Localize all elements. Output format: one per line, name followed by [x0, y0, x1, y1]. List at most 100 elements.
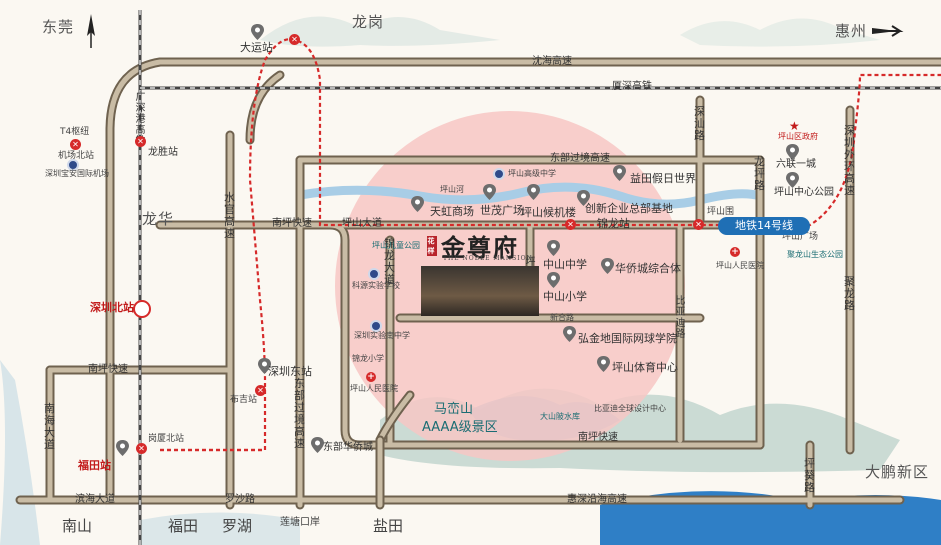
project-photo — [421, 266, 539, 316]
road-jinlong: 锦龙大道 — [384, 237, 395, 286]
map-pin-icon[interactable] — [116, 440, 129, 456]
map-pin-icon[interactable] — [786, 172, 799, 188]
road-binhai: 滨海大道 — [75, 494, 115, 505]
station-buji[interactable]: 布吉站 — [230, 395, 258, 405]
road-pingshan-dadao: 坪山大道 — [342, 218, 382, 229]
map-pin-icon[interactable] — [311, 437, 324, 453]
region-dongguan: 东莞 — [42, 18, 75, 36]
project-seal: 花样 — [427, 236, 437, 256]
station-t4: T4枢纽 — [60, 127, 90, 137]
star-icon: ★ — [789, 119, 800, 133]
poi-maluan-shan[interactable]: 马峦山 — [434, 402, 474, 417]
poi-pingshan-people-hosp[interactable]: 坪山人民医院 — [716, 261, 764, 270]
poi-huaqiao[interactable]: 华侨城综合体 — [615, 262, 681, 275]
station-pingshan-square[interactable]: 坪山广场 — [782, 232, 819, 242]
region-nanshan: 南山 — [62, 517, 93, 535]
poi-hongjin[interactable]: 弘金地国际网球学院 — [578, 332, 677, 345]
metro-station-icon[interactable]: ✕ — [255, 385, 266, 396]
road-luosha: 罗沙路 — [225, 494, 255, 505]
project-brand[interactable]: 花样金尊府 THE NOBLE MANSION — [421, 226, 539, 316]
poi-pingshan-airport[interactable]: 坪山候机楼 — [521, 206, 576, 219]
map-pin-icon[interactable] — [483, 184, 496, 200]
road-xiashen-rail: 厦深高铁 — [612, 81, 652, 92]
station-shenzhen-east[interactable]: 深圳东站 — [268, 365, 312, 378]
map-pin-icon[interactable] — [411, 196, 424, 212]
poi-pingshan-hosp[interactable]: 坪山人民医院 — [350, 384, 398, 393]
poi-juilong-park[interactable]: 聚龙山生态公园 — [787, 250, 843, 259]
road-jusha: 聚龙路 — [844, 275, 855, 312]
metro-station-icon[interactable]: ✕ — [70, 139, 81, 150]
map-pin-icon[interactable] — [527, 184, 540, 200]
map-pin-icon[interactable] — [547, 272, 560, 288]
map-pin-icon[interactable] — [597, 356, 610, 372]
road-dongbu-guojing-v: 东部过境高速 — [294, 377, 305, 450]
poi-keyuan-school[interactable]: 科源实验学校 — [352, 281, 400, 290]
poi-pingshan-sports[interactable]: 坪山体育中心 — [612, 361, 678, 374]
poi-shimao[interactable]: 世茂广场 — [480, 204, 524, 217]
road-shuiguan: 水官高速 — [224, 191, 235, 240]
map-pin-icon[interactable] — [786, 144, 799, 160]
station-shenzhen-north[interactable]: 深圳北站 — [90, 301, 134, 314]
metro-line-14-badge[interactable]: 地铁14号线 — [718, 217, 810, 235]
metro-station-icon[interactable]: ✕ — [136, 443, 147, 454]
road-nanping-lower: 南坪快速 — [88, 364, 128, 375]
poi-zhongshan-primary[interactable]: 中山小学 — [543, 290, 587, 303]
school-badge-icon — [368, 268, 380, 280]
poi-pingshan-center-park[interactable]: 坪山中心公园 — [774, 187, 834, 198]
project-english-name: THE NOBLE MANSION — [443, 255, 533, 262]
region-longgang: 龙岗 — [352, 13, 385, 31]
poi-dongbu-huaqiao[interactable]: 东部华侨城 — [323, 442, 373, 453]
poi-byd-center[interactable]: 比亚迪全球设计中心 — [594, 404, 666, 413]
road-nanhai: 南海大道 — [44, 402, 55, 451]
region-luohu: 罗湖 — [222, 517, 253, 535]
metro-station-icon[interactable] — [133, 300, 151, 318]
road-xinhe: 新合路 — [550, 313, 574, 322]
station-airport[interactable]: 深圳宝安国际机场 — [45, 169, 109, 178]
poi-shenzhen-lab-school[interactable]: 深圳实验南中学 — [354, 331, 410, 340]
east-arrow-head — [872, 28, 898, 34]
map-pin-icon[interactable] — [577, 190, 590, 206]
poi-pingshan-children-park[interactable]: 坪山儿童公园 — [372, 241, 420, 250]
poi-pingshan-river: 坪山河 — [440, 185, 464, 194]
project-logo: 花样金尊府 — [427, 228, 519, 263]
region-huizhou: 惠州 — [835, 22, 868, 40]
airport-icon — [67, 159, 79, 171]
poi-tianhong[interactable]: 天虹商场 — [430, 205, 474, 218]
road-biyadi: 比亚迪路 — [675, 296, 686, 340]
poi-innovation-hq[interactable]: 创新企业总部基地 — [585, 202, 673, 215]
road-shenshan: 深汕路 — [694, 105, 705, 142]
railways — [138, 10, 941, 545]
road-shenhai: 沈海高速 — [532, 56, 572, 67]
metro-station-icon[interactable]: ✕ — [135, 136, 146, 147]
metro-station-icon[interactable]: ✕ — [693, 219, 704, 230]
road-dongbu-guojing: 东部过境高速 — [550, 153, 610, 164]
poi-liulian[interactable]: 六联一城 — [776, 159, 816, 170]
poi-dashan-reservoir[interactable]: 大山陂水库 — [540, 412, 580, 421]
map-pin-icon[interactable] — [613, 165, 626, 181]
poi-pingshan-gov[interactable]: 坪山区政府 — [778, 132, 818, 141]
station-gangxia-north[interactable]: 岗厦北站 — [148, 434, 185, 444]
metro-station-icon[interactable]: ✕ — [565, 219, 576, 230]
map-pin-icon[interactable] — [251, 24, 264, 40]
hospital-icon: + — [730, 247, 740, 257]
poi-jinlong-primary[interactable]: 锦龙小学 — [352, 354, 384, 363]
station-dayun[interactable]: 大运站 — [240, 41, 273, 54]
region-longhua: 龙华 — [142, 210, 175, 228]
station-longsheng[interactable]: 龙胜站 — [148, 147, 178, 158]
poi-pingshan-high[interactable]: 坪山高级中学 — [508, 169, 556, 178]
poi-liantang[interactable]: 莲塘口岸 — [280, 517, 320, 528]
metro-line-14 — [160, 38, 941, 452]
station-airport-north[interactable]: 机场北站 — [58, 151, 95, 161]
map-pin-icon[interactable] — [258, 358, 271, 374]
poi-yitian[interactable]: 益田假日世界 — [630, 172, 696, 185]
map-pin-icon[interactable] — [601, 258, 614, 274]
station-futian[interactable]: 福田站 — [78, 459, 111, 472]
map-pin-icon[interactable] — [547, 240, 560, 256]
map-pin-icon[interactable] — [563, 326, 576, 342]
metro-station-icon[interactable]: ✕ — [289, 34, 300, 45]
station-pingshanwei[interactable]: 坪山围 — [707, 207, 735, 217]
station-jinlong[interactable]: 锦龙站 — [597, 217, 630, 230]
poi-zhongshan-middle[interactable]: 中山中学 — [543, 258, 587, 271]
school-badge-icon — [493, 168, 505, 180]
